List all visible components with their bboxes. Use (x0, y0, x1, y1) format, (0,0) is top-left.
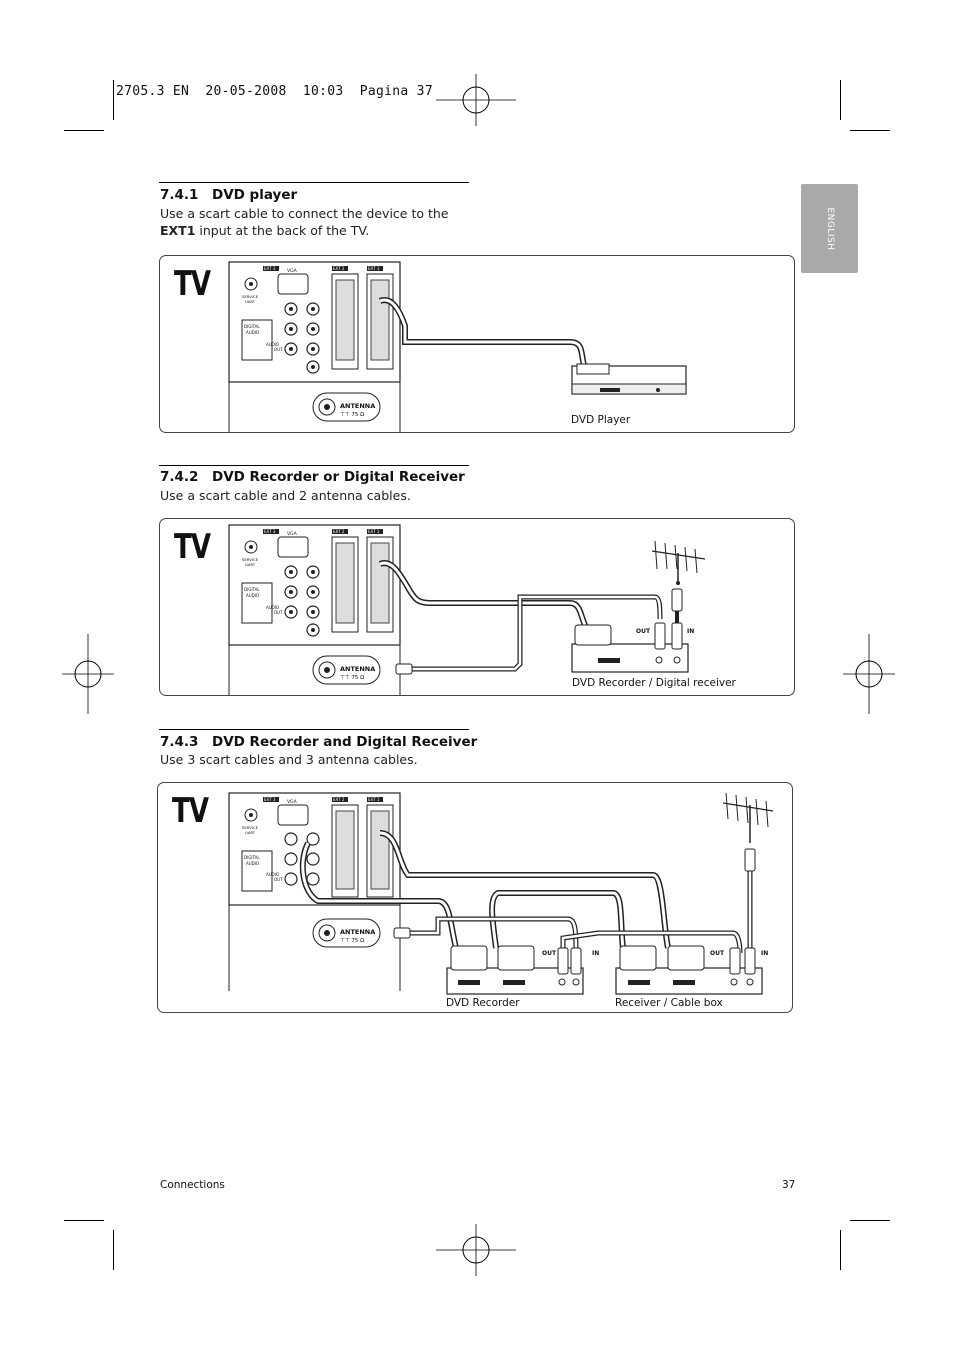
footer-section: Connections (160, 1179, 225, 1191)
crop-mark (840, 80, 841, 120)
crop-mark (850, 1220, 890, 1221)
registration-mark (62, 634, 114, 714)
svg-text:OUT: OUT (274, 877, 283, 882)
svg-text:DIGITAL: DIGITAL (244, 324, 260, 329)
svg-text:UART: UART (245, 299, 256, 304)
tv-label: TV (174, 264, 211, 304)
svg-text:DIGITAL: DIGITAL (244, 587, 260, 592)
svg-text:EXT 1: EXT 1 (368, 529, 380, 534)
crop-mark (113, 1230, 114, 1270)
diagram-dvd-recorder-and-receiver: TV ANTENNA ⊤⊤ 75 Ω (157, 782, 793, 1013)
section-rule (159, 465, 469, 466)
svg-text:SERVICE: SERVICE (242, 294, 259, 299)
svg-text:UART: UART (245, 562, 256, 567)
svg-text:AUDIO: AUDIO (246, 861, 259, 866)
svg-text:AUDIO: AUDIO (266, 605, 279, 610)
svg-text:EXT 2: EXT 2 (333, 266, 345, 271)
svg-text:EXT 2: EXT 2 (333, 797, 345, 802)
svg-text:VGA: VGA (287, 268, 298, 274)
print-header: 2705.3 EN 20-05-2008 10:03 Pagina 37 (116, 84, 433, 99)
svg-text:OUT: OUT (542, 950, 557, 957)
registration-mark (436, 1224, 516, 1276)
device-caption: DVD Recorder (446, 997, 520, 1009)
section-description: Use a scart cable and 2 antenna cables. (160, 488, 411, 503)
device-caption: Receiver / Cable box (615, 997, 723, 1009)
tv-connector-panel: ANTENNA ⊤⊤ 75 Ω EXT 3 EXT 2 EXT 1 VGA SE… (228, 524, 401, 695)
svg-text:IN: IN (687, 628, 694, 635)
svg-text:EXT 1: EXT 1 (368, 266, 380, 271)
svg-text:⊤⊤ 75 Ω: ⊤⊤ 75 Ω (340, 938, 364, 944)
crop-mark (113, 80, 114, 120)
section-description: Use a scart cable to connect the device … (160, 206, 449, 238)
svg-text:EXT 2: EXT 2 (333, 529, 345, 534)
svg-text:AUDIO: AUDIO (246, 330, 259, 335)
tv-label: TV (172, 791, 209, 831)
receiver-device: OUT IN (615, 945, 768, 995)
svg-text:ANTENNA: ANTENNA (340, 928, 375, 936)
svg-text:ANTENNA: ANTENNA (340, 665, 375, 673)
svg-text:OUT: OUT (274, 610, 283, 615)
language-tab-label: ENGLISH (824, 206, 835, 251)
registration-mark (843, 634, 895, 714)
section-rule (159, 182, 469, 183)
svg-text:SERVICE: SERVICE (242, 557, 259, 562)
svg-text:DIGITAL: DIGITAL (244, 855, 260, 860)
diagram-dvd-recorder-or-receiver: TV ANTENNA (159, 518, 795, 696)
dvd-recorder-device: OUT IN (571, 622, 694, 673)
crop-mark (64, 130, 104, 131)
svg-text:AUDIO: AUDIO (266, 342, 279, 347)
tv-connector-panel: ANTENNA ⊤⊤ 75 Ω EXT 3 EXT 2 EXT 1 VGA SE… (228, 261, 401, 432)
svg-text:AUDIO: AUDIO (266, 872, 279, 877)
svg-text:ANTENNA: ANTENNA (340, 402, 375, 410)
tv-connector-panel: ANTENNA ⊤⊤ 75 Ω EXT 3 EXT 2 EXT 1 VGA SE… (228, 792, 401, 991)
registration-mark (436, 74, 516, 126)
svg-text:EXT 3: EXT 3 (264, 266, 276, 271)
crop-mark (840, 1230, 841, 1270)
dvd-player-device (571, 363, 687, 395)
rooftop-antenna-icon (722, 792, 774, 872)
language-tab[interactable]: ENGLISH (801, 184, 858, 273)
svg-text:IN: IN (761, 950, 768, 957)
section-description: Use 3 scart cables and 3 antenna cables. (160, 752, 418, 767)
svg-text:IN: IN (592, 950, 599, 957)
svg-text:VGA: VGA (287, 531, 298, 537)
svg-text:AUDIO: AUDIO (246, 593, 259, 598)
svg-text:OUT: OUT (636, 628, 651, 635)
diagram-dvd-player: TV (159, 255, 795, 433)
device-caption: DVD Player (571, 414, 631, 426)
crop-mark (64, 1220, 104, 1221)
svg-text:SERVICE: SERVICE (242, 825, 259, 830)
svg-text:EXT 1: EXT 1 (368, 797, 380, 802)
dvd-recorder-device: OUT IN (446, 945, 599, 995)
svg-text:⊤⊤ 75 Ω: ⊤⊤ 75 Ω (340, 412, 364, 418)
section-rule (159, 729, 469, 730)
crop-mark (850, 130, 890, 131)
svg-text:EXT 3: EXT 3 (264, 797, 276, 802)
svg-text:VGA: VGA (287, 799, 298, 805)
svg-text:OUT: OUT (710, 950, 725, 957)
svg-text:OUT: OUT (274, 347, 283, 352)
device-caption: DVD Recorder / Digital receiver (572, 677, 736, 689)
svg-text:⊤⊤ 75 Ω: ⊤⊤ 75 Ω (340, 675, 364, 681)
svg-text:UART: UART (245, 830, 256, 835)
page-number: 37 (782, 1179, 796, 1191)
tv-label: TV (174, 527, 211, 567)
svg-text:EXT 3: EXT 3 (264, 529, 276, 534)
rooftop-antenna-icon (651, 540, 706, 629)
